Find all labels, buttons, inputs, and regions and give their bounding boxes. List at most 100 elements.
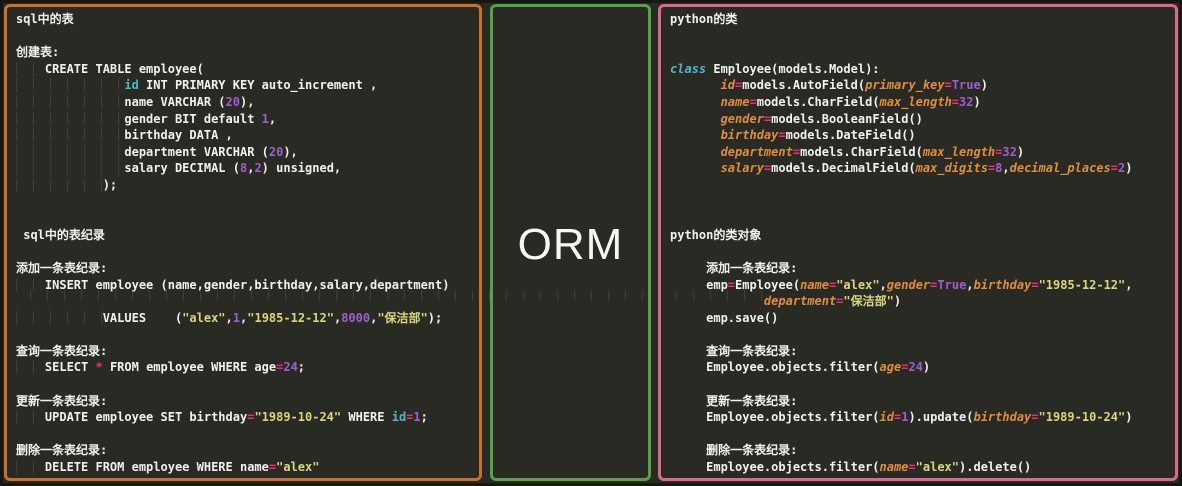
code-line: ); — [16, 177, 477, 194]
code-segment: = — [276, 360, 284, 375]
code-segment: name VARCHAR ( — [124, 94, 226, 109]
indent-guide — [16, 277, 45, 292]
code-line: id INT PRIMARY KEY auto_increment , — [16, 77, 477, 94]
code-segment: Employee(models.Model): — [706, 61, 880, 76]
code-line: Employee.objects.filter(age=24) — [670, 359, 1173, 376]
code-segment: salary — [720, 161, 764, 176]
code-line: 添加一条表纪录: — [16, 260, 477, 277]
code-line: name=models.CharField(max_length=32) — [670, 94, 1173, 111]
code-segment: birthday — [973, 277, 1032, 292]
code-segment: models.CharField( — [756, 94, 880, 109]
code-segment: ; — [420, 410, 428, 425]
code-line — [670, 194, 1173, 211]
code-segment: ) — [1125, 161, 1133, 176]
code-line — [16, 28, 477, 45]
code-line: 查询一条表纪录: — [670, 343, 1173, 360]
orm-panel: ORM — [490, 4, 651, 481]
code-segment: id — [391, 410, 407, 425]
code-line: Employee.objects.filter(name="alex").del… — [670, 459, 1173, 476]
indent-guide — [16, 410, 45, 425]
code-segment: "alex" — [836, 277, 880, 292]
code-segment: sql中的表纪录 — [16, 227, 105, 242]
code-segment: , — [247, 161, 255, 176]
code-segment: "1989-10-24" — [1038, 410, 1126, 425]
code-segment: python的类对象 — [670, 227, 762, 242]
code-segment: models.BooleanField() — [771, 111, 923, 126]
code-segment: = — [763, 111, 772, 126]
code-segment: = — [763, 161, 772, 176]
code-segment: 1 — [261, 111, 269, 126]
code-line: department="保洁部") — [670, 293, 1173, 310]
code-line — [670, 177, 1173, 194]
code-segment: , — [370, 310, 378, 325]
code-segment: "1985-12-12" — [1038, 277, 1126, 292]
code-segment: INSERT employee (name,gender,birthday,sa… — [44, 277, 450, 292]
indent-guide — [16, 144, 125, 159]
code-segment: birthday — [720, 128, 779, 143]
code-line — [16, 426, 477, 443]
code-segment: models.CharField( — [800, 144, 923, 159]
code-segment: emp — [670, 277, 728, 292]
code-segment: 查询一条表纪录: — [670, 343, 798, 358]
code-segment: "1989-10-24" — [254, 410, 342, 425]
code-line: 添加一条表纪录: — [670, 260, 1173, 277]
code-segment: ) — [1125, 410, 1133, 425]
code-segment: , — [1125, 277, 1133, 292]
code-segment: ) — [922, 360, 931, 375]
indent-guide — [16, 460, 45, 475]
code-segment: gender — [720, 111, 764, 126]
code-segment: = — [951, 94, 960, 109]
indent-guide — [16, 128, 125, 143]
code-line: VALUES ("alex",1,"1985-12-12",8000,"保洁部"… — [16, 310, 477, 327]
code-segment: department VARCHAR ( — [124, 144, 269, 159]
code-segment: = — [901, 360, 909, 375]
code-segment — [670, 128, 721, 142]
code-segment: 1 — [413, 410, 421, 425]
code-segment: = — [727, 277, 736, 292]
code-segment: 24 — [908, 360, 923, 375]
code-segment: "alex" — [915, 460, 960, 475]
code-line: CREATE TABLE employee( — [16, 61, 477, 78]
code-segment: ).delete() — [959, 460, 1032, 475]
indent-guide — [16, 360, 45, 375]
code-line: sql中的表纪录 — [16, 227, 477, 244]
code-line — [670, 210, 1173, 227]
code-segment: * — [95, 360, 103, 375]
code-segment: , — [966, 277, 974, 292]
code-segment: 删除一条表纪录: — [16, 443, 108, 458]
code-segment: INT PRIMARY KEY auto_increment , — [138, 78, 378, 93]
code-line: 更新一条表纪录: — [16, 393, 477, 410]
indent-guide — [16, 111, 125, 126]
indent-guide — [16, 61, 45, 76]
code-segment: ) — [893, 294, 902, 309]
code-segment — [670, 78, 721, 92]
code-segment: = — [792, 144, 801, 159]
code-segment: models.DecimalField( — [771, 161, 916, 176]
code-segment: ), — [283, 144, 298, 159]
code-segment: models.DateField() — [785, 128, 916, 143]
code-segment: 创建表: — [16, 45, 60, 60]
code-line: Employee.objects.filter(id=1).update(bir… — [670, 409, 1173, 426]
code-segment: = — [1031, 410, 1039, 425]
code-segment: primary_key — [865, 78, 945, 93]
code-line — [16, 326, 477, 343]
code-line — [670, 243, 1173, 260]
code-line: UPDATE employee SET birthday="1989-10-24… — [16, 409, 477, 426]
code-segment: CREATE TABLE employee( — [44, 61, 204, 76]
code-segment: = — [1110, 161, 1119, 176]
code-segment: 24 — [283, 360, 298, 375]
code-line: gender=models.BooleanField() — [670, 111, 1173, 128]
code-segment: = — [268, 460, 277, 475]
code-line: department VARCHAR (20), — [16, 144, 477, 161]
indent-guide — [16, 78, 125, 93]
code-segment: 2 — [1118, 161, 1126, 176]
code-segment: salary DECIMAL ( — [124, 161, 240, 176]
code-segment: 更新一条表纪录: — [16, 393, 108, 408]
indent-guide — [16, 161, 125, 176]
code-segment: = — [406, 410, 414, 425]
code-line: 删除一条表纪录: — [670, 442, 1173, 459]
code-segment: 8000 — [341, 310, 371, 325]
code-segment — [670, 145, 721, 159]
